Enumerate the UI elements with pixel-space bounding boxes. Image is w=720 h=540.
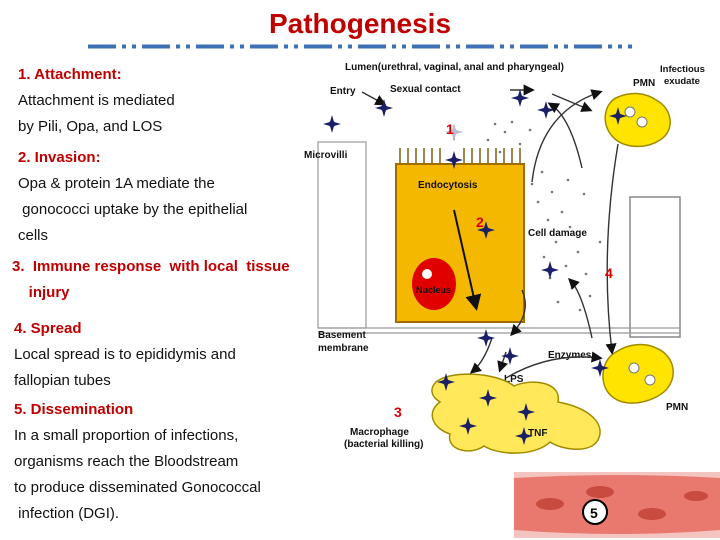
sexual-contact-label: Sexual contact [390,84,461,95]
pathway-arrows [361,84,619,379]
exudate-dots [486,120,602,312]
cell-column-left [317,141,367,329]
blood-vessel [514,472,720,538]
microvilli [399,148,521,164]
tnf-label: TNF [528,428,547,439]
step-dissemination-line: In a small proportion of infections, [14,427,239,444]
step-dissemination: 5. Dissemination In a small proportion o… [14,397,261,527]
step-dissemination-line: infection (DGI). [14,505,120,522]
infectious-exudate-label: Infectious exudate [660,64,708,87]
step-immune-response: 3. Immune response with local tissue inj… [12,254,290,306]
step-spread-line: Local spread is to epididymis and [14,346,236,363]
pmn-bottom-label: PMN [666,402,688,413]
step-invasion-line: Opa & protein 1A mediate the [18,175,215,192]
svg-text:4: 4 [605,265,613,281]
pathogenesis-diagram: Endocytosis Nucleus Lumen(urethral, vagi… [304,62,720,538]
page-title: Pathogenesis [268,8,452,39]
nucleus-label: Nucleus [416,285,451,295]
svg-text:2: 2 [476,214,484,230]
neighbor-cell [629,196,681,338]
step-dissemination-heading: 5. Dissemination [14,401,134,418]
step-invasion-heading: 2. Invasion: [18,149,101,166]
step-invasion-line: gonococci uptake by the epithelial [18,201,248,218]
enzymes-label: Enzymes [548,350,592,361]
step-immune-heading: 3. Immune response with local tissue [12,258,290,275]
svg-text:3: 3 [394,404,402,420]
lumen-label: Lumen(urethral, vaginal, anal and pharyn… [345,62,564,73]
cell-nucleus [412,258,456,310]
step-spread: 4. Spread Local spread is to epididymis … [14,316,236,394]
endocytosis-label: Endocytosis [418,180,478,191]
step-invasion: 2. Invasion: Opa & protein 1A mediate th… [18,145,247,249]
marker-2: 2 [476,214,484,230]
step-attachment: 1. Attachment: Attachment is mediated by… [18,62,175,140]
step-spread-heading: 4. Spread [14,320,82,337]
step-dissemination-line: organisms reach the Bloodstream [14,453,239,470]
step-attachment-heading: 1. Attachment: [18,66,122,83]
cell-damage-label: Cell damage [528,228,587,239]
step-attachment-line: by Pili, Opa, and LOS [18,118,163,135]
macrophage-cell [431,373,601,454]
pmn-top-label: PMN [633,78,655,89]
pmn-bottom-cell [602,343,674,404]
marker-5: 5 [582,499,608,525]
macrophage-label: Macrophage (bacterial killing) [344,427,423,450]
step-invasion-line: cells [18,227,49,244]
step-attachment-line: Attachment is mediated [18,92,175,109]
title-underline [88,44,632,49]
marker-3: 3 [394,404,402,420]
step-immune-line: injury [12,284,70,301]
basement-membrane-label: Basement membrane [318,330,369,354]
microvilli-label: Microvilli [304,150,348,161]
step-dissemination-line: to produce disseminated Gonococcal [14,479,261,496]
entry-label: Entry [330,86,356,97]
marker-1: 1 [441,117,463,139]
marker-4: 4 [605,265,613,281]
step-spread-line: fallopian tubes [14,372,111,389]
svg-text:1: 1 [446,121,454,137]
svg-text:5: 5 [590,505,598,521]
lps-label: LPS [504,374,524,385]
